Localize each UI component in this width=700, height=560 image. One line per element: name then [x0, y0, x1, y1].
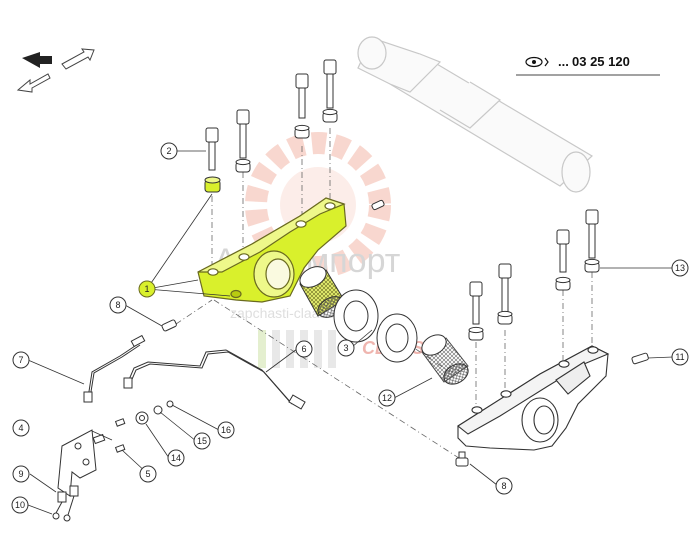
callout-16[interactable]: 16 [217, 421, 235, 439]
callout-label: 8 [501, 481, 506, 491]
grease-nipple-lower [455, 451, 469, 467]
callout-label: 1 [144, 284, 149, 294]
arm-lower [457, 345, 610, 451]
bracket-4 [57, 429, 106, 497]
callout-label: 7 [18, 355, 23, 365]
bolts-upper [205, 59, 337, 171]
callout-7[interactable]: 7 [12, 351, 30, 369]
callout-label: 5 [145, 469, 150, 479]
arm-part-1-highlighted [197, 197, 347, 303]
washer [294, 124, 310, 139]
bolt [585, 209, 599, 259]
washer [468, 326, 484, 341]
callout-label: 2 [166, 146, 171, 156]
callout-8-upper[interactable]: 8 [109, 296, 127, 314]
callout-12[interactable]: 12 [378, 389, 396, 407]
set-screw-upper [371, 199, 385, 211]
set-screw-11 [631, 352, 649, 365]
centerlines [175, 128, 593, 461]
thrust-washer [333, 289, 379, 343]
bolts-lower [469, 209, 599, 325]
callout-label: 3 [343, 343, 348, 353]
fittings [52, 485, 79, 522]
callout-8-lower[interactable]: 8 [495, 477, 513, 495]
bolt [556, 229, 570, 273]
bolt [469, 281, 483, 325]
washer [497, 310, 513, 325]
bolt [295, 73, 309, 119]
callout-6[interactable]: 6 [295, 340, 313, 358]
needle-bearing-12 [421, 334, 469, 385]
bushing-highlight [204, 176, 221, 193]
callout-label: 10 [15, 500, 25, 510]
callout-label: 14 [171, 453, 181, 463]
bolt [236, 109, 250, 159]
reference-number: 03 25 120 [572, 54, 630, 69]
callout-label: 6 [301, 344, 306, 354]
arrow-navigation-icon[interactable] [16, 48, 95, 93]
callouts: 1 2 3 4 5 6 7 8 [11, 142, 689, 514]
callout-label: 8 [115, 300, 120, 310]
shaft [357, 36, 593, 193]
callout-14[interactable]: 14 [167, 449, 185, 467]
callout-10[interactable]: 10 [11, 496, 29, 514]
washers-lower [468, 258, 600, 341]
callout-15[interactable]: 15 [193, 432, 211, 450]
washer [322, 108, 338, 123]
callout-label: 9 [18, 469, 23, 479]
small-parts [114, 400, 174, 453]
hydraulic-lines [83, 334, 306, 410]
callout-5[interactable]: 5 [139, 465, 157, 483]
thrust-washer [376, 313, 418, 363]
callout-label: 15 [197, 436, 207, 446]
eye-icon [525, 56, 549, 68]
callout-1[interactable]: 1 [138, 280, 156, 298]
callout-label: 13 [675, 263, 685, 273]
bolt [498, 263, 512, 313]
callout-2[interactable]: 2 [160, 142, 178, 160]
reference-label: ... 03 25 120 [516, 54, 660, 76]
washer [584, 258, 600, 273]
callout-3[interactable]: 3 [337, 339, 355, 357]
callout-label: 16 [221, 425, 231, 435]
reference-prefix: ... [558, 54, 569, 69]
callout-11[interactable]: 11 [671, 348, 689, 366]
washer [235, 158, 251, 173]
washers-upper [204, 108, 338, 193]
thrust-washers [333, 289, 418, 363]
bolt [323, 59, 337, 109]
callout-label: 11 [675, 352, 684, 362]
callout-13[interactable]: 13 [671, 259, 689, 277]
bolt [205, 127, 219, 171]
callout-label: 12 [382, 393, 392, 403]
leader-lines [27, 150, 674, 515]
grease-nipple-upper [161, 319, 177, 332]
callout-4[interactable]: 4 [12, 419, 30, 437]
callout-label: 4 [18, 423, 23, 433]
washer [555, 276, 571, 291]
callout-9[interactable]: 9 [12, 465, 30, 483]
